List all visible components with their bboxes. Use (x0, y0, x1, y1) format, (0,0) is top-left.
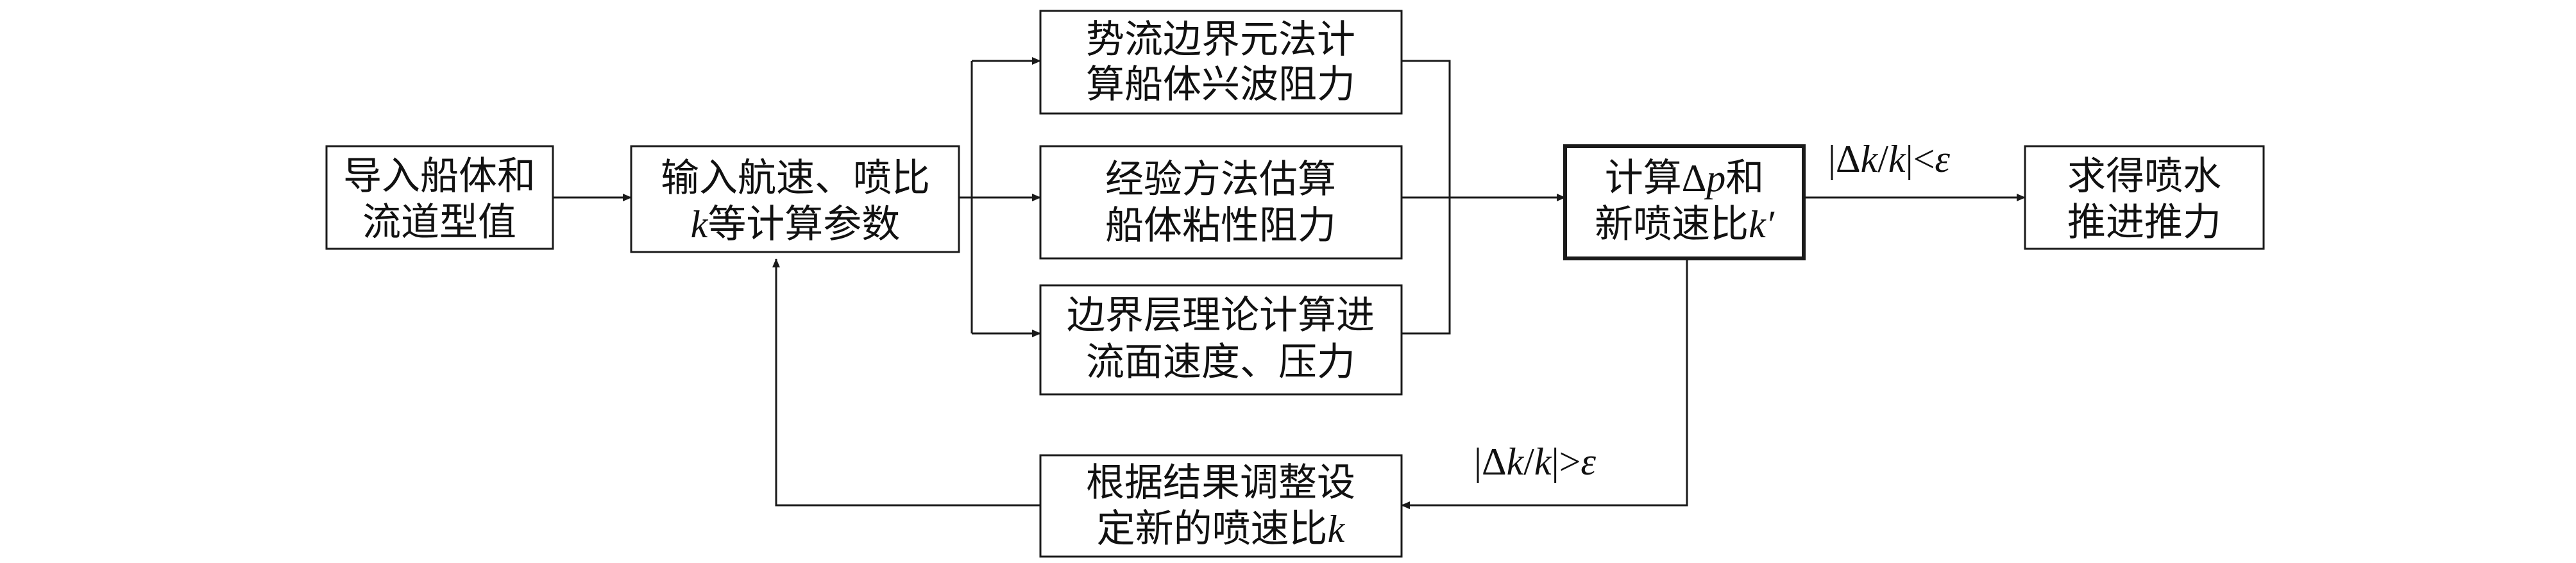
node-boundary-layer: 边界层理论计算进 流面速度、压力 (1039, 284, 1403, 396)
node-input-params: 输入航速、喷比 k等计算参数 (630, 145, 960, 253)
edge-adjust-to-input (772, 258, 1040, 507)
svg-text:边界层理论计算进: 边界层理论计算进 (1067, 294, 1375, 337)
label-not-converged: |Δk/k|>ε (1474, 441, 1596, 483)
svg-text:船体粘性阻力: 船体粘性阻力 (1105, 205, 1336, 247)
svg-text:流面速度、压力: 流面速度、压力 (1086, 341, 1355, 383)
node-empirical: 经验方法估算 船体粘性阻力 (1039, 145, 1403, 260)
svg-text:求得喷水: 求得喷水 (2067, 155, 2221, 197)
svg-text:经验方法估算: 经验方法估算 (1105, 158, 1336, 201)
label-converged: |Δk/k|<ε (1828, 138, 1950, 180)
node-result: 求得喷水 推进推力 (2024, 145, 2265, 250)
svg-text:流道型值: 流道型值 (362, 201, 516, 244)
svg-text:输入航速、喷比: 输入航速、喷比 (661, 157, 930, 199)
edge-compute-to-adjust (1401, 260, 1688, 509)
svg-text:定新的喷速比k: 定新的喷速比k (1097, 508, 1346, 550)
svg-text:计算Δp和: 计算Δp和 (1605, 157, 1765, 199)
svg-text:算船体兴波阻力: 算船体兴波阻力 (1086, 63, 1355, 106)
svg-text:势流边界元法计: 势流边界元法计 (1086, 19, 1355, 61)
node-potential-flow: 势流边界元法计 算船体兴波阻力 (1039, 10, 1403, 115)
node-adjust: 根据结果调整设 定新的喷速比k (1039, 454, 1403, 558)
svg-text:导入船体和: 导入船体和 (343, 155, 536, 197)
svg-text:根据结果调整设: 根据结果调整设 (1086, 462, 1355, 504)
svg-text:推进推力: 推进推力 (2067, 201, 2221, 244)
node-compute: 计算Δp和 新喷速比k′ (1563, 144, 1806, 260)
node-import-hull: 导入船体和 流道型值 (325, 145, 554, 250)
svg-text:新喷速比k′: 新喷速比k′ (1595, 203, 1775, 246)
svg-text:k等计算参数: k等计算参数 (691, 203, 901, 246)
